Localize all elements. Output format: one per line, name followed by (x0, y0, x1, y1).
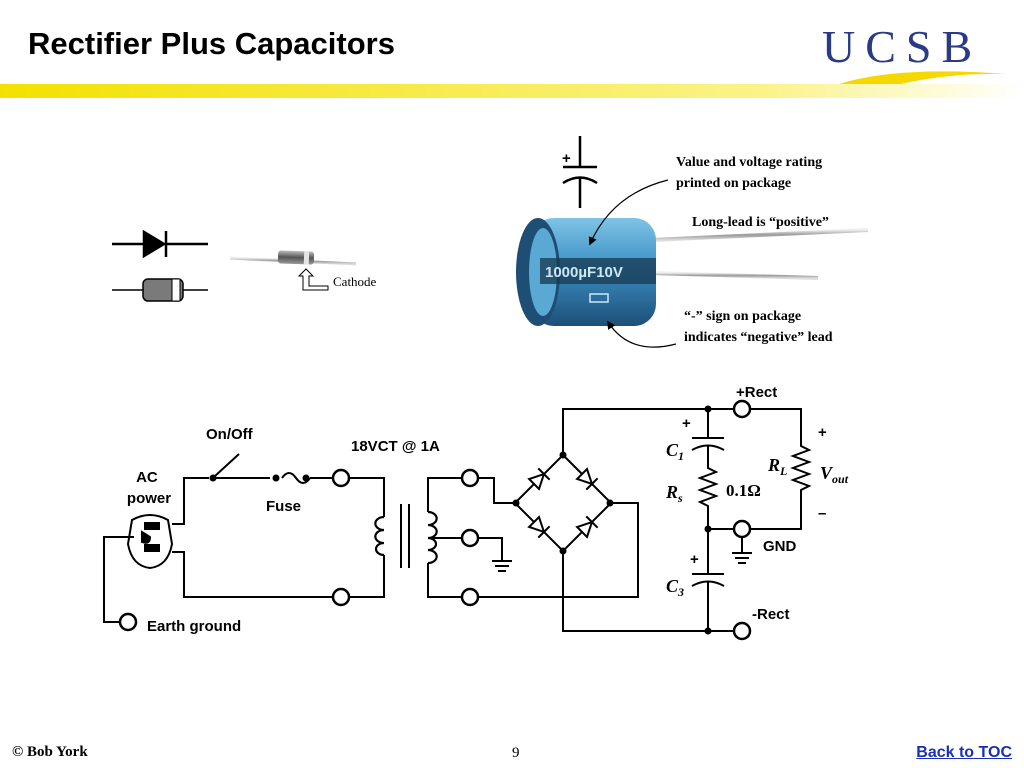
circuit-junctions (209, 405, 712, 635)
negative-sign-note: “-” sign on package indicates “negative”… (684, 309, 833, 345)
on-off-label: On/Off (206, 426, 254, 443)
rs-value-label: 0.1Ω (726, 481, 761, 500)
c3-plus-label: + (690, 551, 699, 568)
value-rating-arrow (588, 179, 669, 246)
polarized-capacitor-symbol (562, 136, 598, 208)
vout-minus-label: – (818, 505, 826, 522)
vout-plus-label: + (818, 424, 827, 441)
circuit-terminals (118, 399, 752, 641)
page-number: 9 (512, 745, 520, 761)
long-lead-note: Long-lead is “positive” (692, 215, 829, 230)
minus-rect-label: -Rect (752, 606, 790, 623)
vout-label: Vout (820, 463, 849, 486)
footer-author: © Bob York (12, 744, 88, 760)
back-to-toc-link[interactable]: Back to TOC (916, 744, 1012, 761)
bridge-diodes (527, 467, 599, 539)
cap-symbol-plus: + (562, 150, 571, 167)
circuit-schematic (103, 408, 812, 632)
cathode-label: Cathode (333, 274, 377, 289)
earth-ground-label: Earth ground (147, 618, 241, 635)
diode-package-drawing (112, 278, 208, 302)
slide-title: Rectifier Plus Capacitors (28, 26, 395, 61)
transformer-label: 18VCT @ 1A (351, 438, 440, 455)
cathode-pointer (297, 268, 329, 291)
plus-rect-label: +Rect (736, 384, 777, 401)
rs-label: Rs (665, 482, 683, 505)
negative-sign-arrow (607, 320, 677, 348)
diode-photo (229, 250, 357, 266)
value-rating-note: Value and voltage rating printed on pack… (676, 155, 826, 191)
c1-plus-label: + (682, 415, 691, 432)
gnd-label: GND (763, 538, 797, 555)
rl-label: RL (767, 455, 787, 478)
ac-power-label: AC power (127, 469, 171, 507)
c1-label: C1 (666, 440, 684, 463)
logo-text: UCSB (822, 21, 982, 72)
c3-label: C3 (666, 576, 684, 599)
fuse-label: Fuse (266, 498, 301, 515)
title-underline-band (0, 84, 1024, 98)
ac-outlet-symbol (126, 514, 174, 570)
capacitor-photo: 1000µF10V (516, 218, 869, 326)
diode-symbol (112, 229, 208, 259)
capacitor-print-text: 1000µF10V (545, 264, 623, 281)
